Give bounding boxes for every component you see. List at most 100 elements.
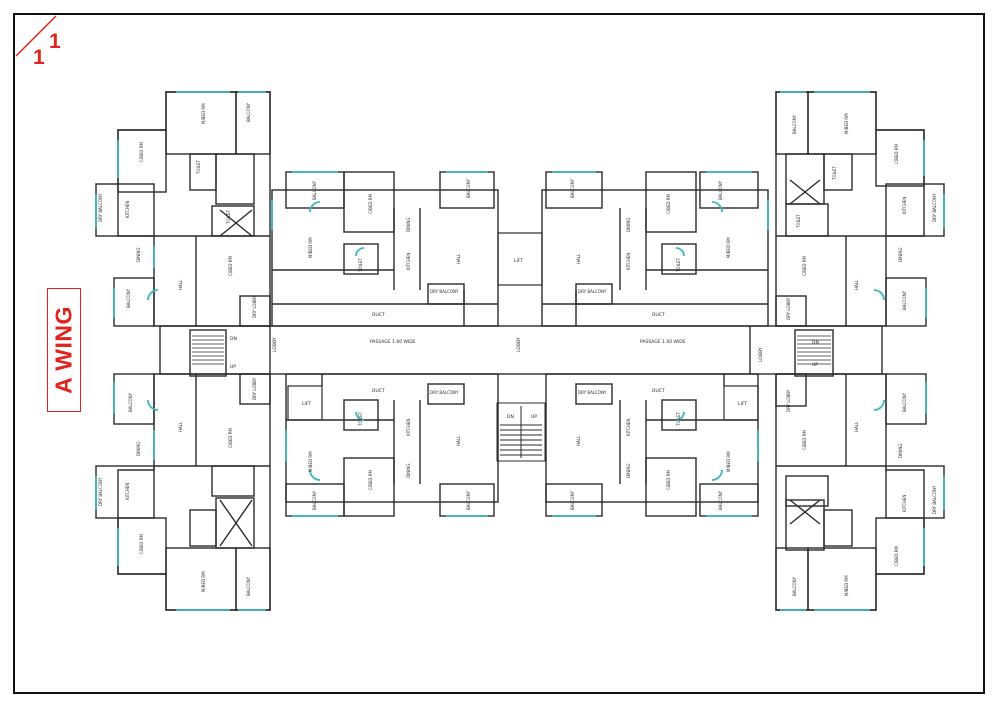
label-drybalcony-bc2: DRY BALCONY — [578, 390, 607, 395]
label-drylobby-rt: DRY LOBBY — [786, 297, 791, 320]
label-balcony2-rt: BALCONY — [902, 290, 907, 310]
sheet-number-top: 1 — [33, 46, 45, 69]
label-drybalcony-bc1: DRY BALCONY — [430, 390, 459, 395]
label-drylobby-lb: DRY LOBBY — [252, 377, 257, 400]
label-dining-tc2: DINING — [626, 217, 631, 232]
stair-right — [797, 335, 831, 365]
lift-label-center: LIFT — [514, 258, 523, 264]
unit-left-top — [95, 91, 271, 327]
label-hall-tc2: HALL — [576, 253, 581, 264]
label-balcony2-lb: BALCONY — [246, 576, 251, 596]
label-hall-rb: HALL — [854, 421, 859, 432]
label-cbed-lt: C/BED RM — [139, 141, 144, 162]
label-cbed-rt: C/BED RM — [894, 143, 899, 164]
duct-label-2: DUCT — [652, 312, 665, 318]
label-cbed-tc2: C/BED RM — [666, 193, 671, 214]
unit-top-center-left — [271, 171, 499, 327]
unit-right-bottom — [775, 373, 945, 611]
label-dining-tc1: DINING — [406, 217, 411, 232]
label-balcony2-bc2: BALCONY — [718, 490, 723, 510]
label-drybalcony-rt: DRY BALCONY — [932, 193, 937, 222]
label-hall-tc1: HALL — [456, 253, 461, 264]
label-drylobby-rb: DRY LOBBY — [786, 389, 791, 412]
unit-top-center-right — [541, 171, 769, 327]
sheet-number-badge: 1 1 — [14, 14, 61, 68]
label-balcony-lt: BALCONY — [246, 102, 251, 122]
lobby-label-right: LOBBY — [758, 347, 764, 362]
label-dining-rt: DINING — [898, 247, 903, 262]
label-balcony-bc2: BALCONY — [570, 490, 575, 510]
label-dining-bc1: DINING — [406, 463, 411, 478]
label-dining-lt: DINING — [136, 247, 141, 262]
unit-right-top — [775, 91, 945, 327]
lift-label-right: LIFT — [738, 401, 747, 407]
stair-up-center: UP — [531, 414, 537, 420]
sheet-number-divider — [15, 15, 57, 57]
label-toilet-tc2: TOILET — [676, 257, 681, 273]
label-kitchen-rb: KITCHEN — [902, 495, 907, 512]
label-mbed-lt: M/BED RM — [201, 103, 206, 124]
stair-dn-right: DN — [812, 340, 819, 346]
stair-up-left: UP — [230, 364, 236, 370]
unit-bottom-center-right — [545, 373, 759, 517]
stair-left — [192, 335, 224, 365]
door-window-openings — [95, 91, 945, 611]
duct-label-4: DUCT — [652, 388, 665, 394]
label-kitchen-bc2: KITCHEN — [626, 419, 631, 436]
label-balcony-tc1: BALCONY — [312, 180, 317, 200]
label-toilet-bc2: TOILET — [676, 411, 681, 427]
label-kitchen-tc1: KITCHEN — [406, 253, 411, 270]
label-toilet2-lt: TOILET — [226, 209, 231, 225]
stair-center — [496, 402, 546, 462]
label-mbed-tc1: M/BED RM — [308, 237, 313, 258]
label-toilet-lt: TOILET — [196, 159, 201, 175]
label-cbed2-lb: C/BED RM — [139, 533, 144, 554]
label-dining-lb: DINING — [136, 441, 141, 456]
label-cbed-bc1: C/BED RM — [368, 469, 373, 490]
unit-left-bottom — [95, 373, 271, 611]
label-cbed-tc1: C/BED RM — [368, 193, 373, 214]
label-toilet-rt: TOILET — [832, 165, 837, 181]
label-mbed-bc1: M/BED RM — [308, 451, 313, 472]
label-balcony2-tc2: BALCONY — [718, 180, 723, 200]
label-balcony2-rb: BALCONY — [792, 576, 797, 596]
label-hall-lb: HALL — [178, 421, 183, 432]
label-kitchen-lb: KITCHEN — [125, 483, 130, 500]
label-drybalcony-lt: DRY BALCONY — [98, 193, 103, 222]
label-mbed-rt: M/BED RM — [844, 113, 849, 134]
label-kitchen-tc2: KITCHEN — [626, 253, 631, 270]
label-balcony-lb: BALCONY — [128, 392, 133, 412]
label-cbed2-rb: C/BED RM — [894, 545, 899, 566]
label-kitchen-rt: KITCHEN — [902, 197, 907, 214]
label-cbed-bc2: C/BED RM — [666, 469, 671, 490]
label-toilet-tc1: TOILET — [358, 257, 363, 273]
label-drybalcony-tc2: DRY BALCONY — [578, 289, 607, 294]
lift-label-left: LIFT — [302, 401, 311, 407]
sheet-number-bottom: 1 — [49, 30, 61, 53]
label-hall-bc1: HALL — [456, 435, 461, 446]
label-mbed-rb: M/BED RM — [844, 575, 849, 596]
duct-label-3: DUCT — [372, 388, 385, 394]
passage-label-right: PASSAGE 1.60 WIDE — [640, 339, 686, 345]
label-kitchen-bc1: KITCHEN — [406, 419, 411, 436]
label-dining-bc2: DINING — [626, 463, 631, 478]
label-balcony-rt: BALCONY — [792, 114, 797, 134]
central-corridor — [159, 325, 883, 377]
label-drybalcony-lb: DRY BALCONY — [98, 477, 103, 506]
passage-label-left: PASSAGE 1.60 WIDE — [370, 339, 416, 345]
duct-label-1: DUCT — [372, 312, 385, 318]
label-mbed-bc2: M/BED RM — [726, 451, 731, 472]
label-hall-rt: HALL — [854, 279, 859, 290]
label-drybalcony-tc1: DRY BALCONY — [430, 289, 459, 294]
label-hall-bc2: HALL — [576, 435, 581, 446]
sheet-border — [13, 13, 985, 694]
label-toilet-bc1: TOILET — [358, 411, 363, 427]
label-balcony2-bc1: BALCONY — [466, 490, 471, 510]
label-hall-lt: HALL — [178, 279, 183, 290]
label-mbed-lb: M/BED RM — [201, 571, 206, 592]
label-drybalcony-rb: DRY BALCONY — [932, 485, 937, 514]
label-balcony2-lt: BALCONY — [126, 288, 131, 308]
stair-dn-center: DN — [507, 414, 514, 420]
